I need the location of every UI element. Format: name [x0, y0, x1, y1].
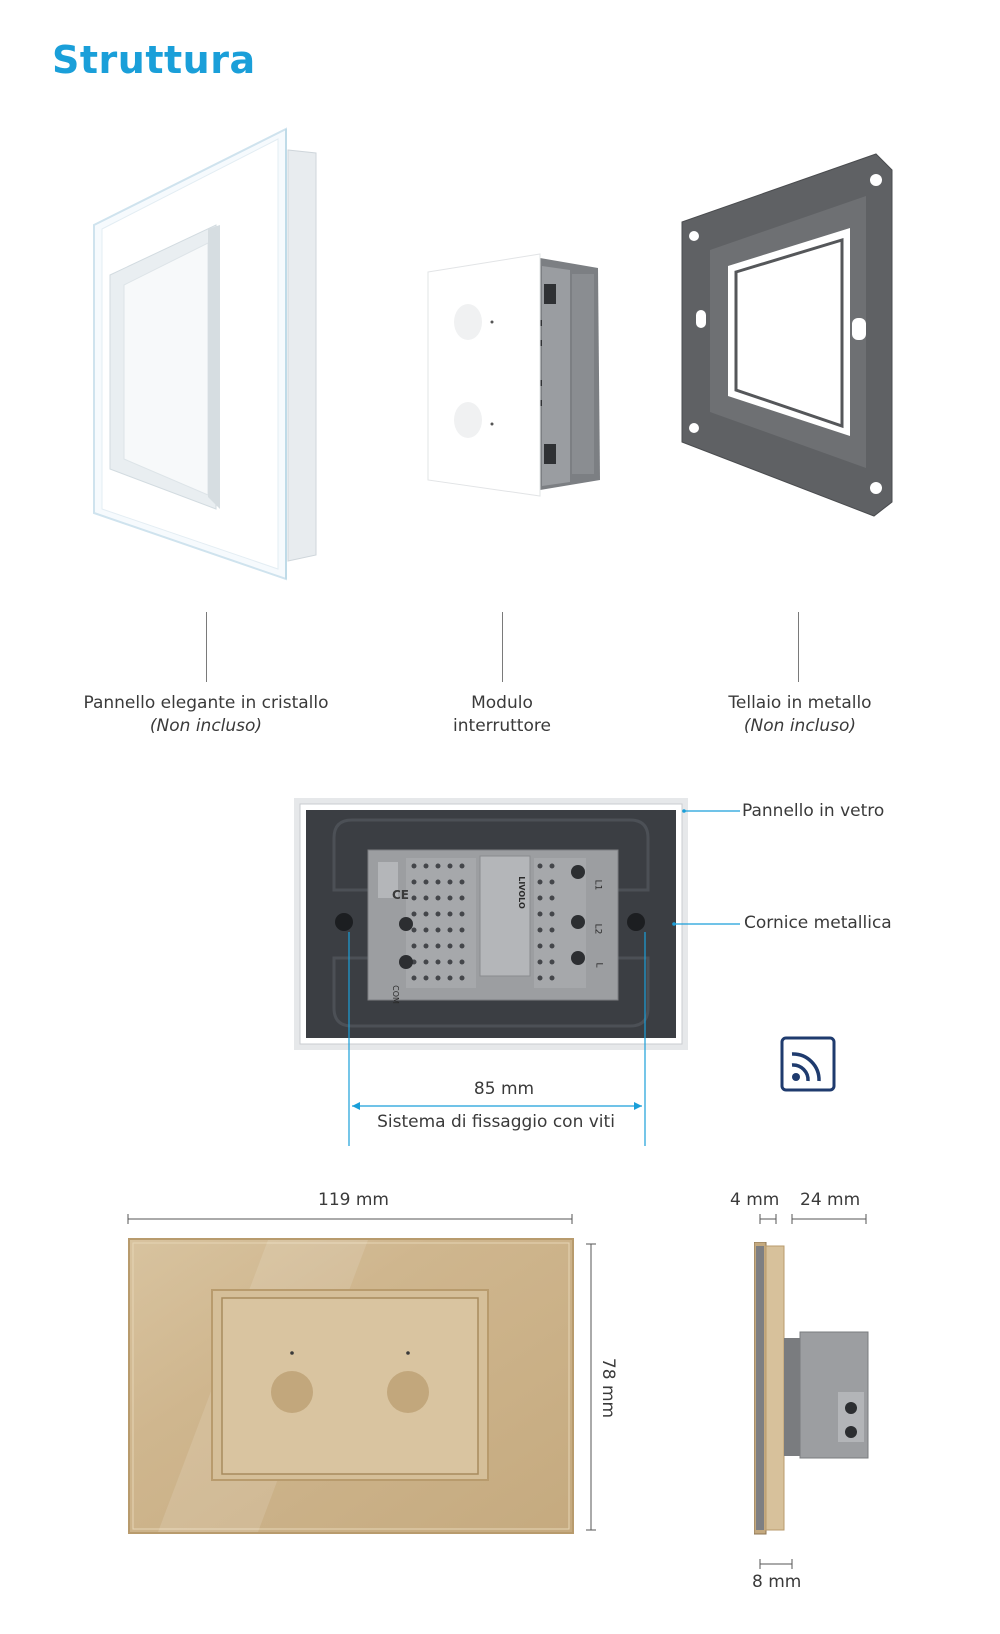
- label-metal-frame: Tellaio in metallo (Non incluso): [680, 692, 920, 738]
- label-metal-frame-back: Cornice metallica: [744, 913, 892, 933]
- label-metal-frame-text: Tellaio in metallo: [728, 693, 872, 713]
- connector-line-frame: [798, 612, 799, 682]
- switch-module-illustration: [427, 253, 600, 497]
- height-label: 78 mm: [598, 1357, 619, 1419]
- back-view-illustration: [294, 798, 688, 1050]
- label-glass-panel-note: (Non incluso): [149, 716, 263, 736]
- label-glass-panel-text: Pannello elegante in cristallo: [83, 693, 329, 713]
- gold-switch-side-illustration: [754, 1242, 869, 1535]
- label-switch-module-line2: interruttore: [453, 716, 551, 736]
- label-switch-module: Modulo interruttore: [402, 692, 602, 738]
- gold-switch-front-illustration: [128, 1238, 574, 1534]
- page-title: Struttura: [52, 38, 256, 82]
- fixing-system-label: Sistema di fissaggio con viti: [377, 1112, 615, 1132]
- distance-label: 85 mm: [473, 1079, 535, 1099]
- depth-back-label: 24 mm: [800, 1190, 861, 1210]
- connector-line-module: [502, 612, 503, 682]
- thickness-label: 8 mm: [752, 1572, 802, 1592]
- connector-line-panel: [206, 612, 207, 682]
- width-label: 119 mm: [318, 1190, 389, 1210]
- module-ce-mark: CE: [392, 888, 410, 902]
- metal-frame-illustration: [681, 153, 893, 517]
- label-switch-module-line1: Modulo: [471, 693, 533, 713]
- module-vent-holes: [406, 858, 586, 988]
- label-glass-panel: Pannello elegante in cristallo (Non incl…: [56, 692, 356, 738]
- wireless-signal-icon: [780, 1036, 836, 1092]
- depth-front-label: 4 mm: [730, 1190, 780, 1210]
- label-metal-frame-note: (Non incluso): [743, 716, 857, 736]
- label-glass-back: Pannello in vetro: [742, 801, 885, 821]
- glass-panel-illustration: [93, 127, 317, 581]
